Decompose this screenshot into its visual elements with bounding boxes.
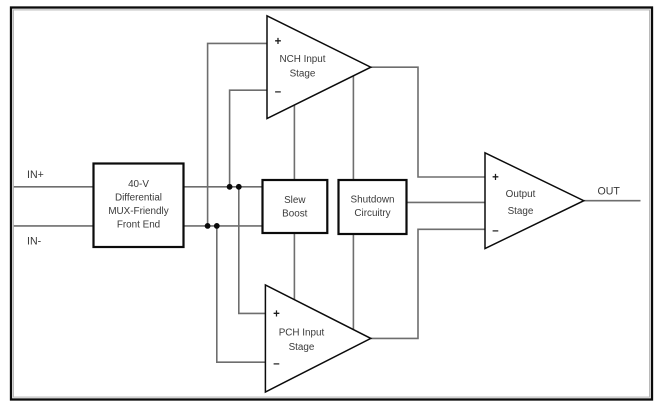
- front-end-label-line3: MUX-Friendly: [108, 206, 168, 217]
- junction-dot: [226, 183, 233, 190]
- out-label: OUT: [598, 186, 621, 198]
- pin-labels: IN+ IN- OUT: [27, 169, 620, 248]
- front-end-block: 40-V Differential MUX-Friendly Front End: [92, 162, 185, 249]
- wire-pch-plus-input: [238, 186, 266, 315]
- nch-input-stage: + – NCH Input Stage: [266, 14, 373, 120]
- shutdown-label-line2: Circuitry: [354, 208, 390, 219]
- slew-boost-block: Slew Boost: [261, 178, 329, 235]
- in-minus-label: IN-: [27, 236, 42, 248]
- wire-nch-minus-input: [228, 89, 267, 187]
- nch-label-line2: Stage: [290, 69, 316, 80]
- pch-minus-sign: –: [273, 358, 280, 370]
- wire-nch-to-output-plus: [370, 66, 485, 178]
- front-end-label-line2: Differential: [115, 192, 162, 203]
- front-end-box: [92, 162, 185, 249]
- front-end-label-line4: Front End: [117, 219, 160, 230]
- junction-dots: [204, 183, 242, 229]
- wire-pch-minus-input: [216, 225, 266, 363]
- wires: [13, 42, 641, 363]
- pch-label-line2: Stage: [289, 342, 315, 353]
- junction-dot: [204, 223, 211, 229]
- output-stage: + – Output Stage: [484, 151, 586, 250]
- slew-boost-box: [261, 178, 329, 235]
- output-label-line1: Output: [506, 189, 536, 200]
- slew-boost-label-line1: Slew: [284, 195, 306, 206]
- frame-border: [9, 6, 654, 401]
- junction-dot: [213, 223, 220, 229]
- in-plus-label: IN+: [27, 169, 44, 181]
- output-minus-sign: –: [492, 225, 499, 237]
- pch-label-line1: PCH Input: [279, 327, 325, 338]
- pch-input-stage: + – PCH Input Stage: [264, 283, 373, 394]
- nch-label-line1: NCH Input: [279, 54, 325, 65]
- wire-nch-plus-input: [206, 42, 267, 226]
- nch-amp-triangle: [266, 14, 373, 120]
- slew-boost-label-line2: Boost: [282, 209, 308, 220]
- pch-amp-triangle: [264, 283, 373, 394]
- junction-dot: [235, 183, 242, 190]
- pch-plus-sign: +: [273, 309, 280, 321]
- frame-inner-line: [12, 9, 651, 398]
- front-end-label-line1: 40-V: [128, 179, 149, 190]
- output-plus-sign: +: [492, 172, 499, 184]
- shutdown-block: Shutdown Circuitry: [337, 178, 408, 236]
- shutdown-label-line1: Shutdown: [351, 195, 395, 206]
- wire-pch-to-output-minus: [370, 228, 485, 340]
- shutdown-box: [337, 178, 408, 236]
- output-amp-triangle: [484, 151, 586, 250]
- nch-minus-sign: –: [275, 86, 282, 98]
- nch-plus-sign: +: [275, 36, 282, 48]
- output-label-line2: Stage: [508, 206, 534, 217]
- diagram-frame: [9, 6, 654, 401]
